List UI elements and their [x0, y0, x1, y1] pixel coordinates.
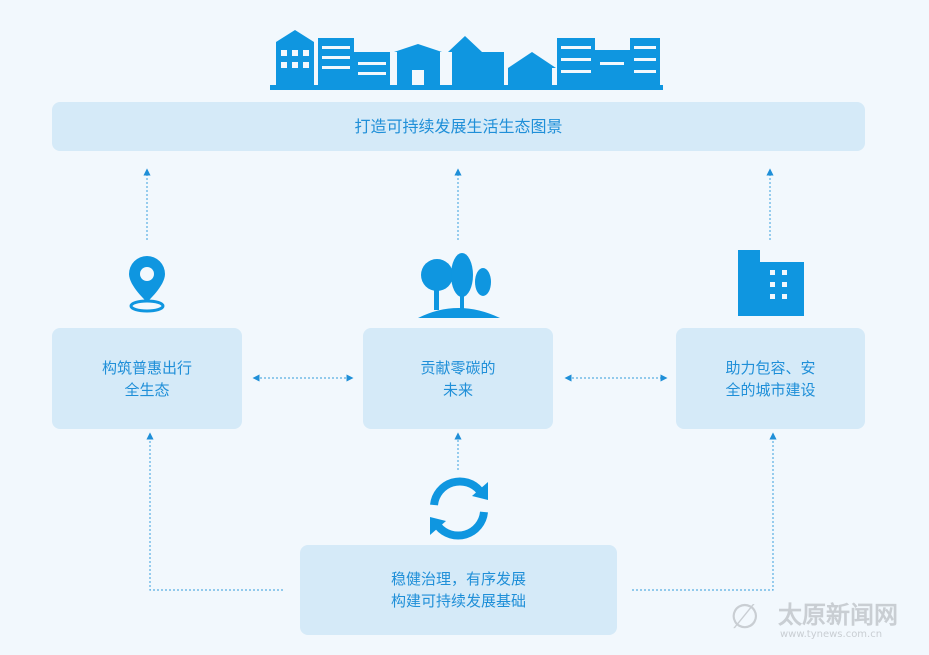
- watermark-logo-icon: ∅: [730, 597, 760, 637]
- watermark-name: 太原新闻网: [778, 601, 898, 629]
- goal-banner: 打造可持续发展生活生态图景: [52, 102, 865, 151]
- node-governance: 稳健治理，有序发展构建可持续发展基础: [300, 545, 617, 635]
- node-label: 助力包容、安: [725, 358, 816, 377]
- skyline-icon: [270, 30, 663, 90]
- node-label: 贡献零碳的: [420, 358, 496, 377]
- refresh-cycle-icon: [430, 477, 488, 540]
- location-pin-icon: [129, 256, 165, 313]
- goal-title: 打造可持续发展生活生态图景: [354, 116, 563, 136]
- node-zero-carbon: 贡献零碳的未来: [363, 328, 553, 429]
- arrow-bottom-left: [146, 432, 283, 591]
- node-label: 全生态: [124, 380, 170, 399]
- watermark-url: www.tynews.com.cn: [780, 629, 883, 640]
- trees-icon: [418, 253, 500, 318]
- node-label: 未来: [442, 380, 473, 399]
- node-label: 构筑普惠出行: [101, 358, 192, 377]
- node-label: 构建可持续发展基础: [390, 592, 526, 610]
- node-mobility: 构筑普惠出行全生态: [52, 328, 242, 429]
- buildings-icon: [738, 250, 804, 316]
- node-label: 稳健治理，有序发展: [390, 570, 526, 588]
- arrow-bottom-right: [632, 432, 777, 591]
- node-inclusive-city: 助力包容、安全的城市建设: [676, 328, 865, 429]
- node-label: 全的城市建设: [725, 380, 816, 399]
